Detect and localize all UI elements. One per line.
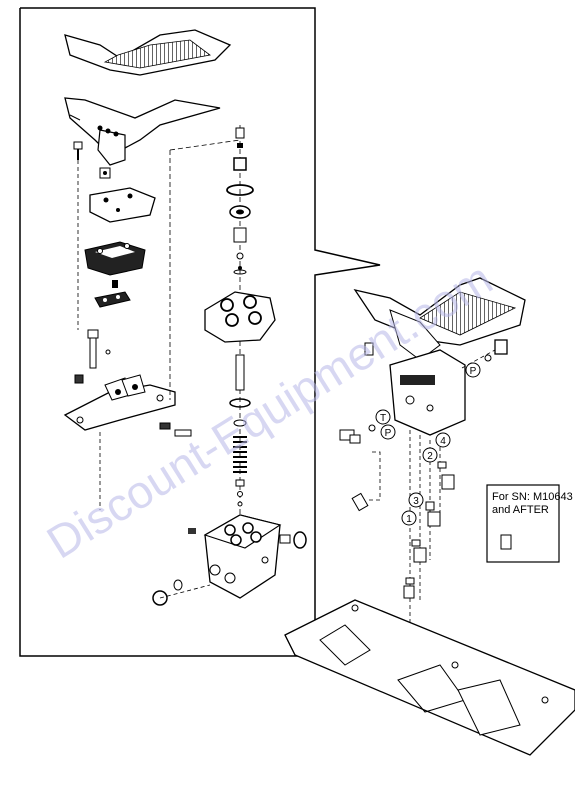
svg-text:T: T: [380, 413, 386, 424]
pivot-pin: [74, 374, 84, 384]
svg-text:P: P: [385, 428, 392, 439]
note-line-2: and AFTER: [492, 504, 549, 516]
note-line-1: For SN: M10643: [492, 491, 573, 503]
tee-fitting: [339, 424, 376, 444]
right-elbow-fitting: [484, 339, 508, 362]
serial-note-box: [486, 484, 560, 563]
side-fittings: [152, 528, 307, 606]
valve-body-lower: [203, 514, 282, 599]
callout-marker-1: 1: [401, 510, 417, 526]
floor-plate: [284, 599, 575, 756]
exploded-view-frame: [19, 7, 381, 657]
svg-text:2: 2: [427, 451, 433, 462]
valve-spring: [233, 436, 247, 507]
callout-marker-3: 3: [408, 492, 424, 508]
svg-text:4: 4: [440, 436, 446, 447]
rubber-block: [84, 241, 146, 276]
valve-stack: [226, 127, 254, 275]
roll-pin: [159, 422, 192, 437]
callout-marker-p-right: P: [465, 362, 481, 378]
plunger: [229, 354, 251, 427]
pivot-base: [63, 374, 176, 431]
svg-text:1: 1: [406, 514, 412, 525]
pedal-bracket: [64, 97, 221, 166]
long-bolt: [87, 329, 99, 369]
dashed-leaders: [368, 349, 496, 690]
callout-marker-t: T: [375, 409, 391, 425]
svg-text:3: 3: [413, 496, 419, 507]
callout-marker-4: 4: [435, 432, 451, 448]
valve-body-upper: [204, 291, 276, 343]
callout-marker-p-left: P: [380, 424, 396, 440]
cap-screw: [73, 141, 83, 160]
straight-fitting: [351, 492, 369, 512]
assembled-pedal: [353, 277, 526, 361]
svg-text:P: P: [470, 366, 477, 377]
assembled-valve-body: [389, 349, 466, 436]
pedal-tread-top: [64, 29, 232, 76]
assembled-screw: [364, 342, 374, 356]
pivot-block: [89, 187, 156, 223]
fitting-stack: [403, 461, 455, 599]
small-spring: [112, 280, 118, 288]
hex-nut: [99, 167, 111, 179]
actuator-plate: [94, 291, 131, 308]
callout-marker-2: 2: [422, 447, 438, 463]
